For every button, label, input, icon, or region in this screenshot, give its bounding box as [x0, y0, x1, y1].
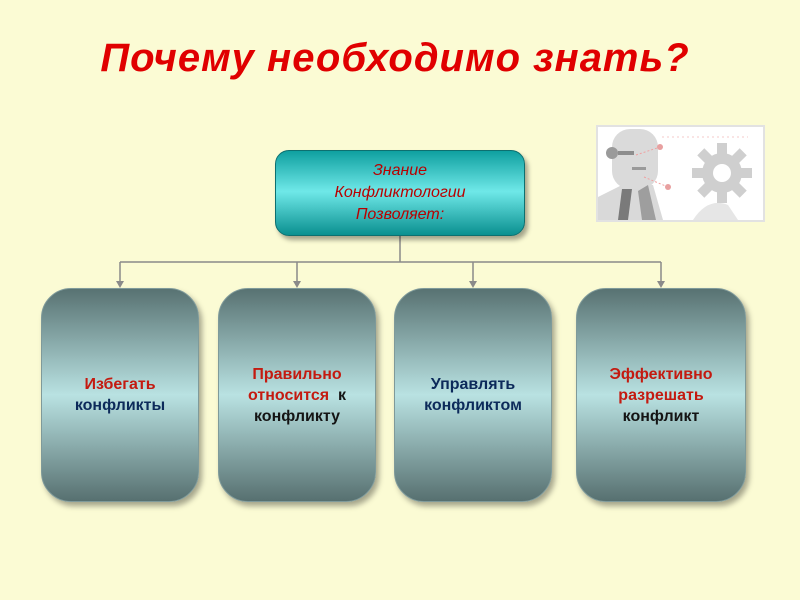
child-node-relate-line-1: Правильно — [252, 365, 342, 383]
child-node-avoid-line-1: Избегать — [84, 376, 156, 393]
child-node-resolve-line-3: конфликт — [622, 407, 700, 425]
root-line-3: Позволяет: — [355, 206, 445, 223]
root-line-2: Конфликтологии — [334, 184, 466, 201]
child-node-avoid: Избегать конфликты — [41, 288, 199, 502]
root-node: Знание Конфликтологии Позволяет: — [275, 150, 525, 236]
child-node-relate-line-3: конфликту — [254, 407, 340, 425]
person-gear-illustration — [596, 125, 765, 222]
child-node-manage-line-2: конфликтом — [424, 397, 522, 414]
slide-title: Почему необходимо знать? — [100, 36, 690, 80]
child-node-resolve-line-2: разрешать — [618, 386, 704, 404]
child-node-relate: Правильно относится к конфликту — [218, 288, 376, 502]
root-line-1: Знание — [372, 162, 428, 179]
child-node-resolve-line-1: Эффективно — [609, 365, 713, 383]
child-node-manage-line-1: Управлять — [430, 376, 516, 393]
person-gear-icon — [598, 127, 763, 220]
child-node-avoid-line-2: конфликты — [74, 397, 166, 414]
child-node-resolve: Эффективно разрешать конфликт — [576, 288, 746, 502]
child-node-relate-line-2-word-1: относится — [248, 386, 330, 404]
child-node-relate-line-2: относится к — [248, 385, 346, 406]
child-node-manage: Управлять конфликтом — [394, 288, 552, 502]
child-node-relate-line-2-word-2: к — [337, 386, 346, 404]
